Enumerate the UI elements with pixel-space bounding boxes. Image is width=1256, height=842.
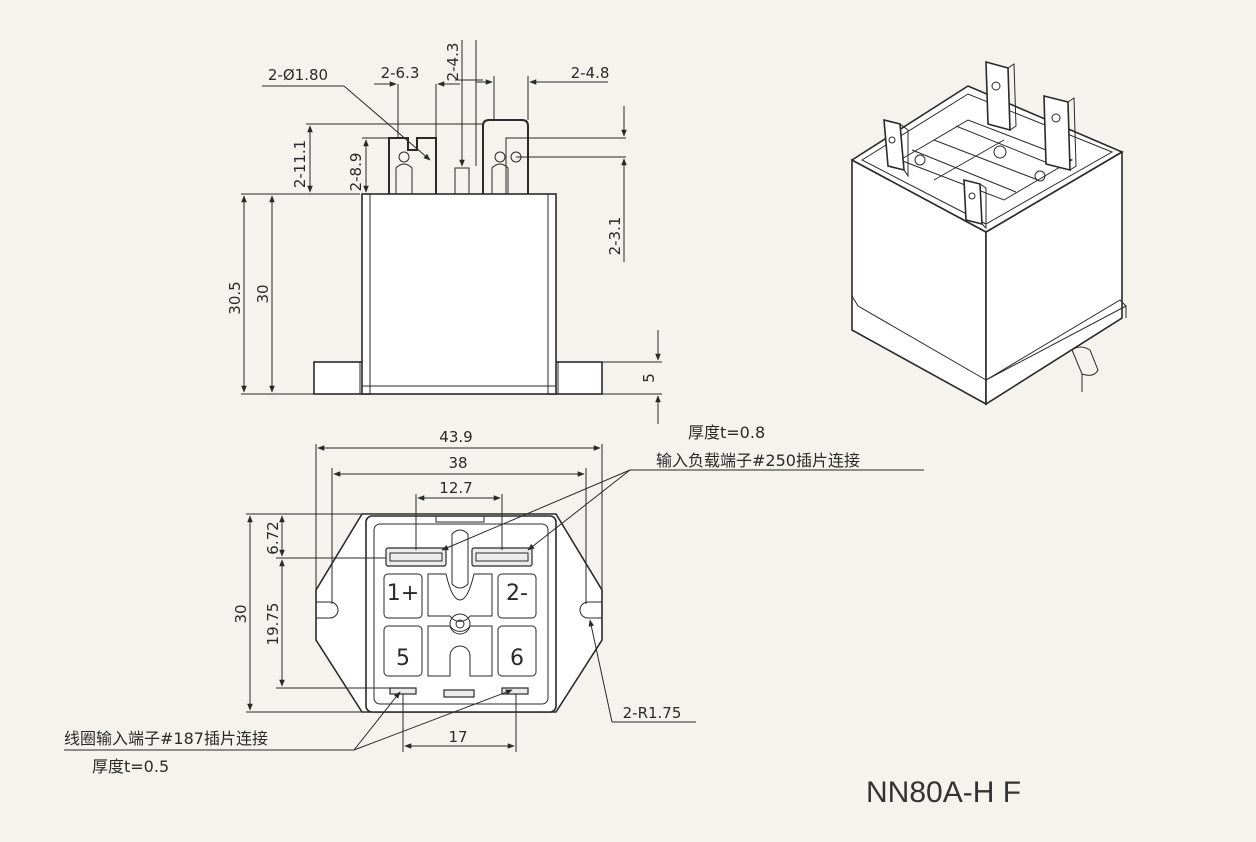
note-coil-terminal: 线圈输入端子#187插片连接 [64,729,268,748]
dim-offset-mid: 19.75 [264,603,282,646]
dim-coil-spacing: 17 [448,728,467,746]
dim-tab-width-large: 2-4.8 [571,64,610,82]
iso-tab-1 [883,118,909,178]
dim-tab-height-small: 2-8.9 [347,153,365,192]
model-name: NN80A-H F [866,776,1021,809]
iso-tab-3 [1043,94,1077,172]
load-terminal-right [471,547,533,567]
bottom-view: 1+ 2- 5 6 43.9 38 12.7 30 6.72 19.75 [64,423,924,776]
side-base-left [313,361,371,395]
dim-outer-width: 43.9 [439,428,472,446]
side-terminal-left [388,137,437,194]
side-view: 30.5 30 2-11.1 2-8.9 2-6.3 2-4.3 2-4.8 2… [226,40,662,424]
terminal-label-2: 2- [506,581,528,606]
iso-view [850,60,1127,406]
iso-tab-2 [985,60,1017,132]
dim-load-spacing: 12.7 [439,479,472,497]
dim-base-height: 5 [640,373,658,383]
terminal-label-6: 6 [510,646,524,671]
coil-terminal-left [389,687,417,695]
dim-total-height: 30.5 [226,281,244,314]
dim-tab-hole-offset: 2-3.1 [606,217,624,256]
dim-hole-dia: 2-Ø1.80 [268,66,328,84]
dim-bottom-height: 30 [232,604,250,623]
note-coil-thickness: 厚度t=0.5 [92,757,169,776]
note-load-terminal: 输入负载端子#250插片连接 [656,451,860,470]
dim-tab-width-small: 2-6.3 [381,64,420,82]
side-base-right [547,361,603,395]
terminal-label-1: 1+ [387,581,419,606]
dim-radius: 2-R1.75 [623,704,682,722]
terminal-label-5: 5 [396,646,410,671]
dim-tab-gap: 2-4.3 [444,43,462,82]
note-load-thickness: 厚度t=0.8 [688,423,765,442]
side-terminal-center [454,167,470,195]
iso-top-face [850,85,1124,233]
side-terminal-right [482,119,529,194]
coil-terminal-right [501,687,529,695]
iso-tab-4 [963,178,987,230]
side-body [361,193,557,395]
dim-mount-width: 38 [448,454,467,472]
dim-body-height: 30 [254,284,272,303]
dim-offset-top: 6.72 [264,521,282,554]
load-terminal-left [385,547,447,567]
coil-terminal-center [443,689,475,698]
dim-tab-height-large: 2-11.1 [291,140,309,188]
